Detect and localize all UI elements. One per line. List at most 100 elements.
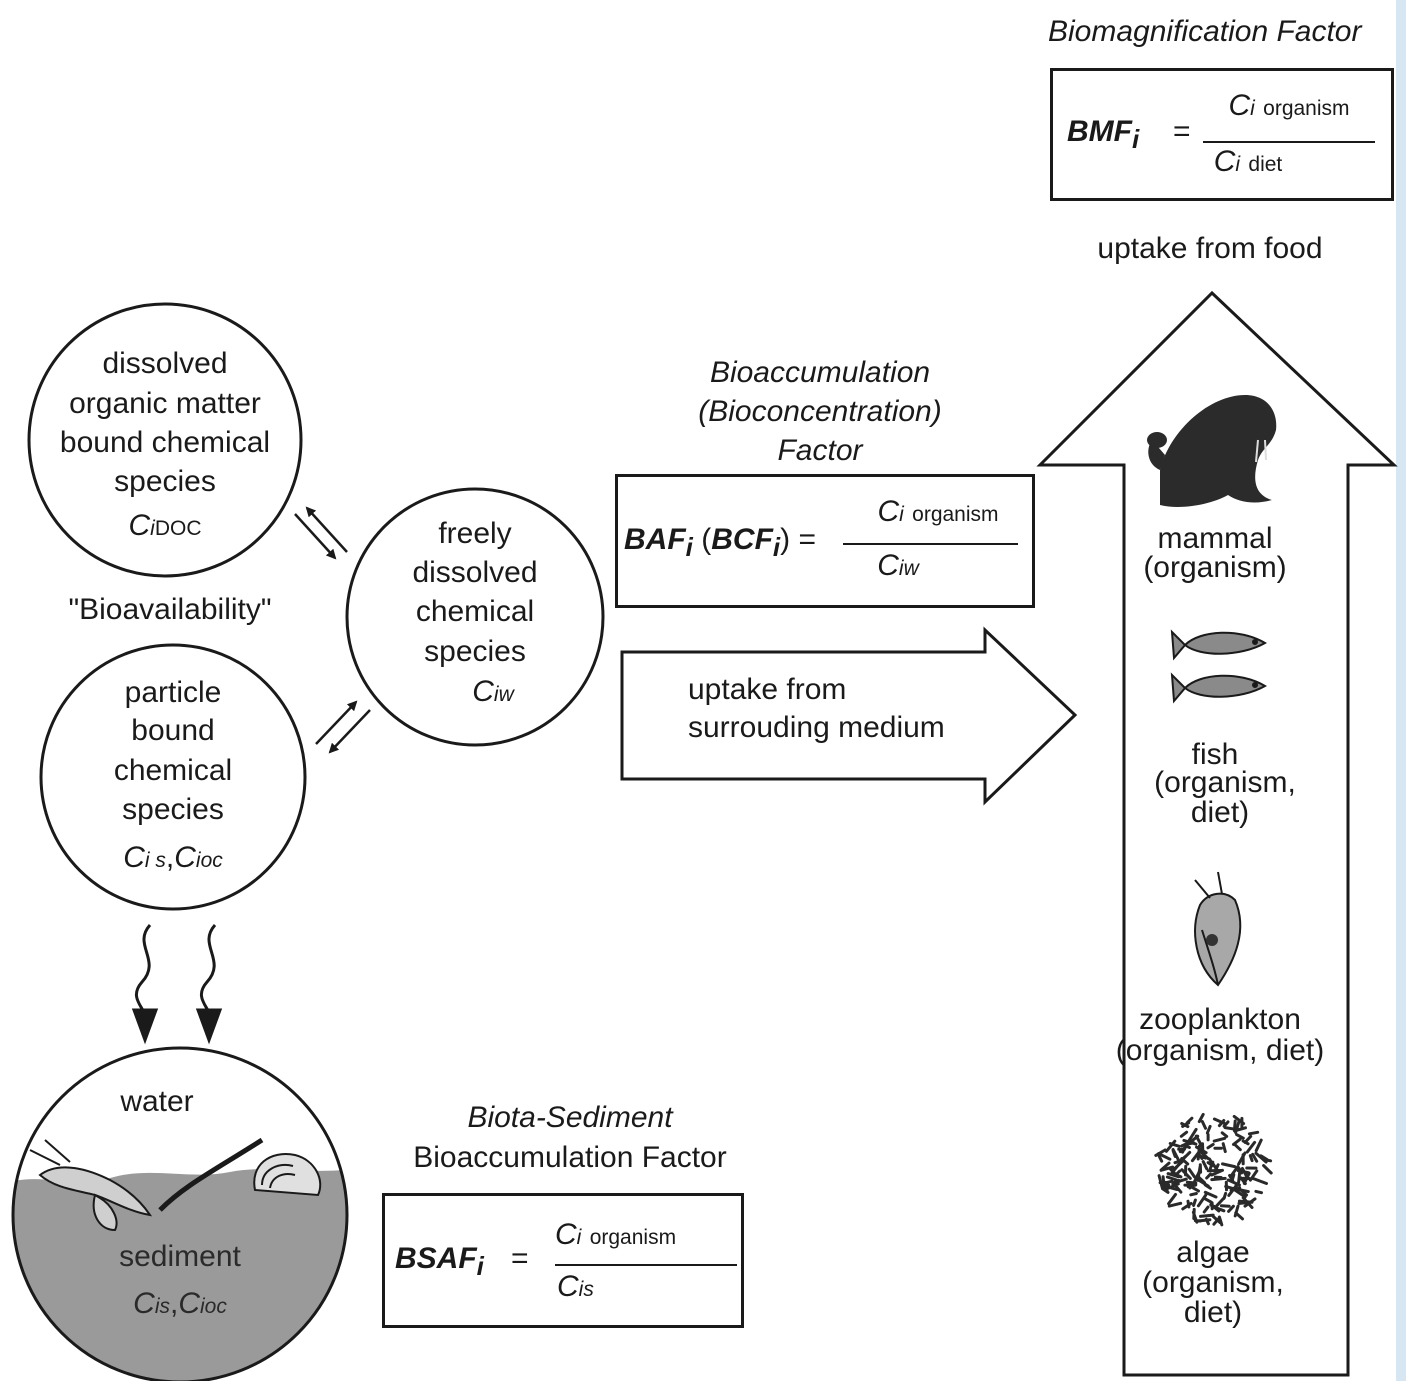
baf-lhs2-text: BCF xyxy=(711,523,773,556)
free-var: C xyxy=(472,675,494,708)
bsaf-den-var: C xyxy=(557,1270,579,1303)
algae-strand xyxy=(1221,1162,1237,1169)
bsaf-den-sub: is xyxy=(578,1278,594,1301)
fish-sub-label2: diet) xyxy=(1190,796,1250,829)
algae-sub-label: (organism, xyxy=(1142,1266,1284,1299)
algae-strand xyxy=(1187,1127,1198,1142)
algae-strand xyxy=(1247,1130,1260,1136)
algae-strand xyxy=(1232,1187,1247,1199)
bsaf-fraction-bar xyxy=(555,1264,737,1266)
algae-sub-label2: diet) xyxy=(1183,1296,1243,1329)
baf-fraction-bar xyxy=(843,543,1018,545)
bsaf-lhs-text: BSAF xyxy=(395,1242,477,1275)
algae-strand xyxy=(1196,1144,1201,1161)
bmf-title: Biomagnification Factor xyxy=(1048,15,1362,48)
particle-line4: species xyxy=(122,793,224,826)
baf-denominator: Ciw xyxy=(858,549,938,583)
bmf-numerator: Ci organism xyxy=(1203,89,1375,123)
algae-strand xyxy=(1189,1192,1198,1197)
algae-strand xyxy=(1154,1148,1167,1157)
doc-line3: bound chemical xyxy=(59,426,271,459)
zooplankton-sub-label: (organism, diet) xyxy=(1115,1034,1325,1067)
algae-strand xyxy=(1261,1158,1273,1163)
baf-numerator: Ci organism xyxy=(858,495,1018,529)
algae-strand xyxy=(1185,1116,1194,1125)
free-line2: dissolved xyxy=(412,556,538,589)
algae-strand xyxy=(1219,1204,1231,1208)
sediment-var1: C xyxy=(133,1287,155,1320)
bsaf-eq: = xyxy=(511,1242,529,1275)
bmf-num-var: C xyxy=(1228,89,1251,122)
doc-circle xyxy=(27,302,303,578)
algae-strand xyxy=(1206,1142,1215,1150)
bioavailability-label: "Bioavailability" xyxy=(68,593,272,626)
bmf-den-var: C xyxy=(1213,145,1236,178)
algae-strand xyxy=(1226,1178,1241,1187)
algae-strand xyxy=(1194,1134,1204,1149)
sediment-sep: , xyxy=(169,1287,179,1320)
baf-den-var: C xyxy=(877,549,899,582)
algae-strand xyxy=(1222,1191,1228,1200)
free-line4: species xyxy=(424,635,526,668)
bsaf-num-var: C xyxy=(555,1218,577,1251)
algae-strand xyxy=(1248,1169,1259,1182)
doc-line2: organic matter xyxy=(69,387,261,420)
algae-strand xyxy=(1190,1185,1200,1193)
algae-strand xyxy=(1171,1148,1180,1162)
bsaf-num-sub: organism xyxy=(589,1226,677,1249)
food-chain-arrow xyxy=(1036,290,1398,1377)
edge-strip xyxy=(1396,0,1406,1381)
algae-strand xyxy=(1251,1152,1259,1163)
algae-strand xyxy=(1164,1184,1179,1191)
algae-strand xyxy=(1233,1143,1242,1152)
baf-title-line2: (Bioconcentration) xyxy=(698,395,942,428)
algae-strand xyxy=(1212,1136,1227,1143)
doc-symbol: CiDOC xyxy=(35,506,295,549)
algae-strand xyxy=(1179,1130,1189,1138)
algae-strand xyxy=(1197,1218,1212,1223)
baf-paren-close: ) = xyxy=(780,523,816,556)
algae-strand xyxy=(1237,1166,1244,1175)
settling-arrows xyxy=(131,923,223,1045)
bsaf-denominator: Cis xyxy=(557,1270,637,1304)
algae-strand xyxy=(1240,1167,1249,1179)
bmf-lhs: BMFi xyxy=(1067,115,1139,155)
doc-sub: DOC xyxy=(154,517,202,540)
algae-strand xyxy=(1199,1213,1215,1218)
baf-num-sub: organism xyxy=(912,503,999,526)
algae-strand xyxy=(1181,1201,1193,1211)
free-sub: iw xyxy=(493,683,514,706)
algae-strand xyxy=(1187,1167,1196,1179)
algae-strand xyxy=(1203,1190,1218,1199)
algae-strand xyxy=(1227,1204,1235,1213)
fish-icon xyxy=(1170,629,1267,704)
free-circle xyxy=(345,487,605,747)
algae-strand xyxy=(1223,1126,1237,1131)
algae-strand xyxy=(1212,1217,1220,1226)
bmf-num-sub-i: i xyxy=(1250,97,1255,120)
fish-label: fish xyxy=(1191,738,1239,771)
algae-strand xyxy=(1229,1165,1240,1178)
algae-strand xyxy=(1167,1193,1177,1206)
algae-strand xyxy=(1230,1173,1236,1182)
baf-lhs: BAFi (BCFi) = xyxy=(624,523,816,563)
bmf-lhs-sub: i xyxy=(1131,124,1140,154)
bmf-fraction-bar xyxy=(1203,141,1375,143)
particle-sub1: i s xyxy=(144,849,166,872)
uptake-food-label: uptake from food xyxy=(1097,232,1323,265)
algae-strand xyxy=(1180,1122,1190,1129)
algae-strand xyxy=(1200,1120,1207,1130)
walrus-icon xyxy=(1147,395,1277,507)
bmf-den-sub: diet xyxy=(1248,153,1283,176)
bsaf-lhs-sub: i xyxy=(476,1251,484,1281)
free-line3: chemical xyxy=(415,595,535,628)
algae-strand xyxy=(1237,1171,1242,1184)
algae-strand xyxy=(1171,1160,1184,1172)
water-label: water xyxy=(120,1085,194,1118)
algae-strand xyxy=(1193,1171,1201,1184)
baf-den-sub: iw xyxy=(898,557,919,580)
algae-strand xyxy=(1252,1177,1268,1185)
doc-line4: species xyxy=(114,465,216,498)
algae-strand xyxy=(1197,1112,1205,1124)
